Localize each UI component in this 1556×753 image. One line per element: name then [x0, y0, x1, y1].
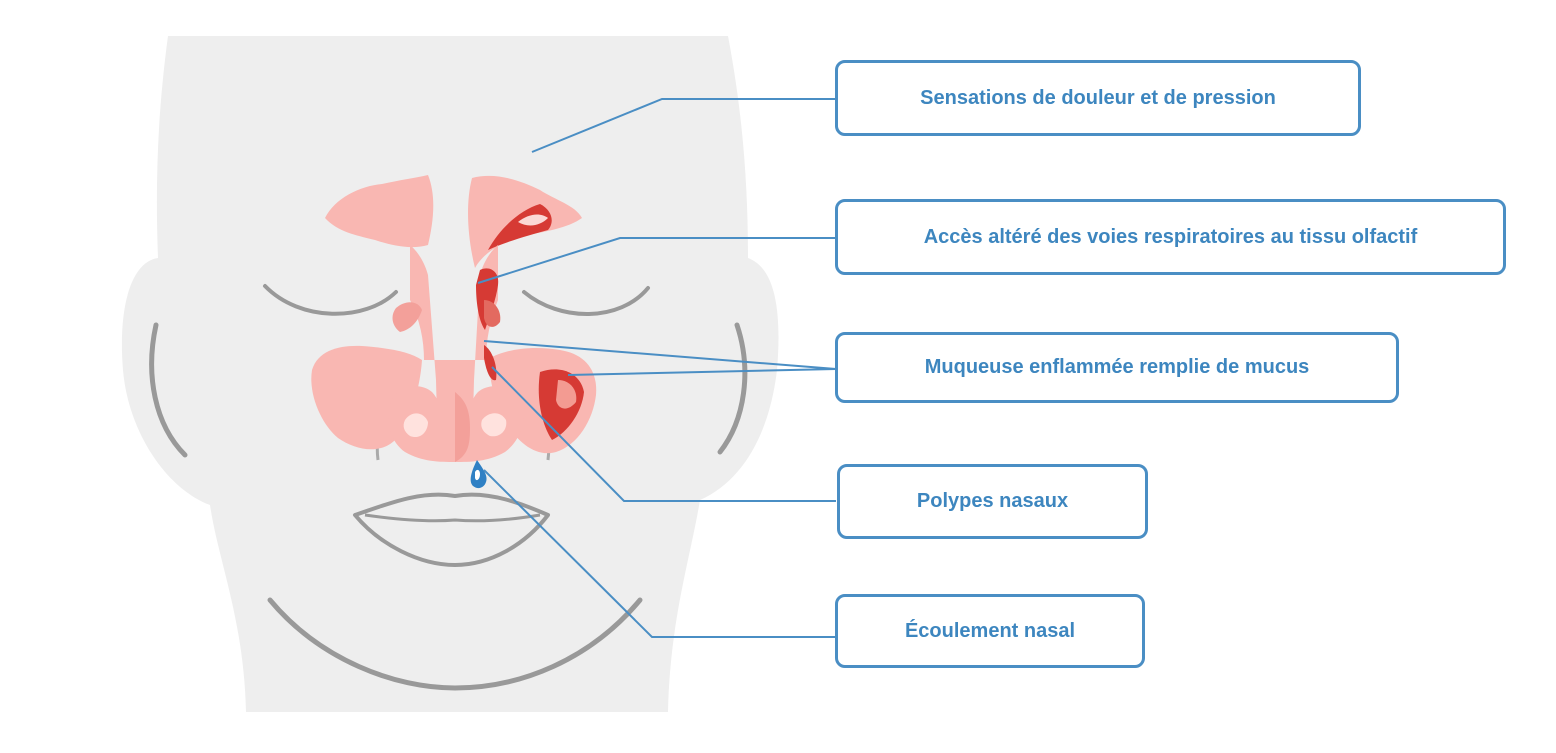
nose-ala [388, 386, 524, 462]
label-airway-access: Accès altéré des voies respiratoires au … [835, 199, 1506, 275]
right-ethmoid-inflamed [476, 268, 499, 330]
label-pain-pressure-text: Sensations de douleur et de pression [920, 86, 1276, 109]
right-nostril [481, 413, 507, 437]
right-maxillary-highlight [556, 380, 577, 409]
label-nasal-discharge: Écoulement nasal [835, 594, 1145, 668]
leader-line-polyps [491, 366, 836, 502]
right-frontal-highlight [518, 214, 548, 226]
right-nasal-inflamed [484, 345, 497, 381]
leader-line-discharge [483, 469, 836, 638]
left-ethmoid [392, 302, 422, 332]
nasal-bridge [410, 245, 498, 452]
leader-line-mucosa-lower [567, 368, 837, 376]
left-frontal-sinus [325, 175, 434, 248]
right-eye [522, 286, 650, 316]
right-ear-outline [717, 322, 748, 455]
left-eye [263, 284, 398, 316]
jaw-line [267, 597, 643, 691]
label-inflamed-mucosa: Muqueuse enflammée remplie de mucus [835, 332, 1399, 403]
nasal-drop-highlight [475, 469, 480, 481]
label-airway-access-text: Accès altéré des voies respiratoires au … [923, 225, 1418, 248]
lips-line [364, 513, 541, 523]
label-inflamed-mucosa-text: Muqueuse enflammée remplie de mucus [924, 356, 1310, 378]
left-nostril [403, 413, 428, 438]
left-ear-outline [149, 322, 188, 458]
label-nasal-polyps-text: Polypes nasaux [916, 490, 1069, 512]
label-nasal-polyps: Polypes nasaux [837, 464, 1148, 539]
right-ethmoid-cell [484, 300, 501, 327]
leader-line-mucosa-upper [483, 340, 837, 370]
label-pain-pressure: Sensations de douleur et de pression [835, 60, 1361, 136]
label-nasal-discharge-text: Écoulement nasal [904, 619, 1076, 642]
leader-line-airway [477, 237, 836, 284]
lips-outline [353, 492, 550, 567]
leader-line-pain [531, 98, 836, 153]
nose-right-shade [455, 392, 470, 462]
